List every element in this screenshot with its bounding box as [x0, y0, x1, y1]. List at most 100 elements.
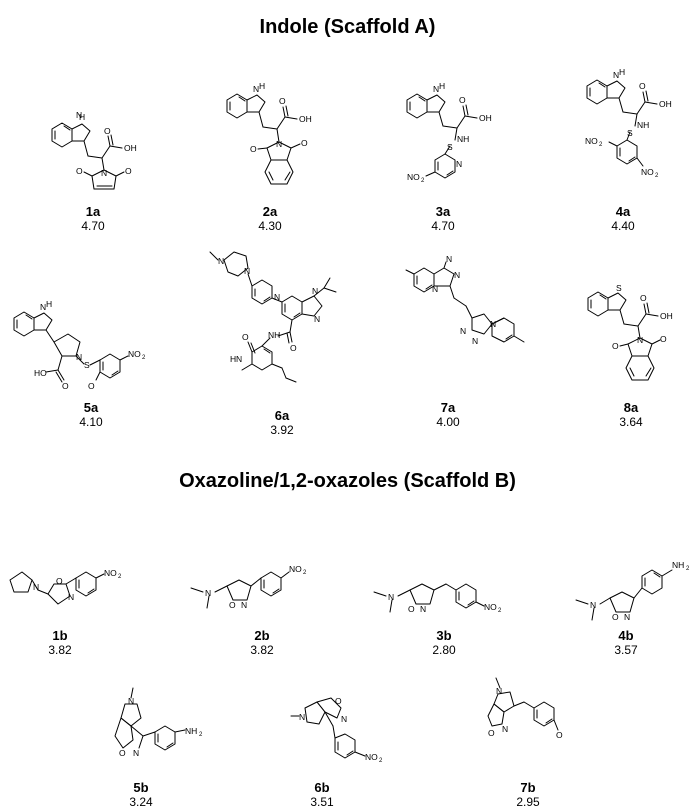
svg-text:NO: NO [128, 349, 141, 359]
structure-2b: N O N NO 2 [190, 564, 307, 610]
svg-text:O: O [301, 138, 308, 148]
compound-value-7a: 4.00 [436, 415, 460, 429]
svg-text:NO: NO [641, 167, 654, 177]
svg-text:N: N [276, 139, 282, 149]
svg-text:N: N [312, 286, 318, 296]
svg-text:2: 2 [599, 142, 603, 148]
svg-text:O: O [660, 334, 667, 344]
svg-text:N: N [314, 314, 320, 324]
svg-text:N: N [76, 352, 82, 362]
svg-text:2: 2 [379, 758, 383, 764]
svg-text:OH: OH [659, 99, 672, 109]
scaffold-b-title: Oxazoline/1,2-oxazoles (Scaffold B) [179, 470, 516, 492]
compound-id-2b: 2b [254, 628, 270, 643]
compound-id-5a: 5a [83, 400, 99, 415]
compound-id-1a: 1a [85, 204, 101, 219]
svg-text:2: 2 [655, 173, 659, 179]
svg-text:O: O [125, 166, 132, 176]
svg-text:N: N [472, 336, 478, 346]
svg-text:N: N [446, 254, 452, 264]
svg-text:HO: HO [34, 368, 47, 378]
svg-text:NO: NO [585, 136, 598, 146]
structure-4a: N H O OH NH S NO 2 NO 2 [585, 67, 672, 179]
svg-text:O: O [62, 381, 69, 391]
svg-text:OH: OH [479, 113, 492, 123]
svg-text:N: N [433, 84, 439, 94]
svg-text:S: S [627, 128, 633, 138]
svg-text:N: N [205, 588, 211, 598]
svg-text:H: H [439, 81, 445, 91]
svg-text:N: N [236, 354, 242, 364]
compound-value-3b: 2.80 [432, 643, 456, 657]
svg-text:NO: NO [484, 602, 497, 612]
svg-text:N: N [590, 600, 596, 610]
svg-text:S: S [616, 283, 622, 293]
svg-text:N: N [253, 84, 259, 94]
svg-text:2: 2 [421, 178, 425, 184]
svg-text:N: N [624, 612, 630, 622]
structure-2a: N H O OH N O O [226, 81, 312, 185]
svg-text:N: N [341, 714, 347, 724]
compound-value-1a: 4.70 [81, 219, 105, 233]
structure-7b: N O N O [487, 677, 563, 740]
svg-text:NH: NH [637, 120, 649, 130]
svg-text:N: N [68, 592, 74, 602]
compound-value-4b: 3.57 [614, 643, 638, 657]
svg-text:H: H [46, 299, 52, 309]
svg-text:H: H [259, 81, 265, 91]
compound-id-7a: 7a [440, 400, 456, 415]
svg-text:N: N [76, 110, 82, 120]
structure-5a: N H N S HO O NO 2 O O [13, 299, 146, 391]
svg-text:O: O [612, 341, 619, 351]
compound-value-2a: 4.30 [258, 219, 282, 233]
svg-text:H: H [619, 67, 625, 77]
compound-value-2b: 3.82 [250, 643, 274, 657]
svg-text:N: N [40, 302, 46, 312]
svg-text:H: H [230, 354, 236, 364]
svg-text:O: O [88, 381, 95, 391]
svg-text:2: 2 [142, 355, 146, 361]
svg-text:H: H [79, 112, 85, 122]
structure-3a: N H O OH NH S N NO 2 [406, 81, 492, 184]
compound-value-5b: 3.24 [129, 795, 153, 809]
svg-text:NO: NO [289, 564, 302, 574]
svg-text:O: O [335, 696, 342, 706]
structure-3b: N O N NO 2 [373, 583, 502, 614]
svg-text:NH: NH [185, 726, 197, 736]
svg-text:N: N [133, 748, 139, 758]
svg-text:N: N [218, 256, 224, 266]
compound-value-6b: 3.51 [310, 795, 334, 809]
compound-value-4a: 4.40 [611, 219, 635, 233]
svg-text:O: O [250, 144, 257, 154]
compound-id-3b: 3b [436, 628, 452, 643]
svg-text:O: O [229, 600, 236, 610]
compound-value-7b: 2.95 [516, 795, 540, 809]
scaffold-a-title: Indole (Scaffold A) [259, 16, 436, 38]
compound-id-1b: 1b [52, 628, 68, 643]
svg-text:O: O [612, 612, 619, 622]
svg-text:O: O [104, 126, 111, 136]
structure-1a: H NH N O OH N O O [51, 110, 137, 190]
svg-text:N: N [33, 582, 39, 592]
svg-text:N: N [420, 604, 426, 614]
structure-1b: N O N NO 2 [9, 568, 122, 605]
compound-id-6b: 6b [314, 780, 330, 795]
svg-text:2: 2 [498, 608, 502, 614]
svg-text:N: N [613, 70, 619, 80]
compound-id-4a: 4a [615, 204, 631, 219]
svg-text:OH: OH [124, 143, 137, 153]
svg-text:N: N [244, 266, 250, 276]
structure-5b: N O N NH 2 [114, 687, 203, 758]
svg-text:N: N [460, 326, 466, 336]
svg-text:O: O [290, 343, 297, 353]
svg-text:N: N [454, 270, 460, 280]
svg-text:O: O [56, 576, 63, 586]
svg-text:O: O [408, 604, 415, 614]
svg-text:2: 2 [686, 566, 690, 572]
compound-id-2a: 2a [262, 204, 278, 219]
svg-text:N: N [490, 319, 496, 329]
structure-6a: N N N N N O NH O H N [209, 251, 337, 383]
svg-text:OH: OH [660, 311, 673, 321]
compound-id-6a: 6a [274, 408, 290, 423]
svg-text:O: O [242, 332, 249, 342]
